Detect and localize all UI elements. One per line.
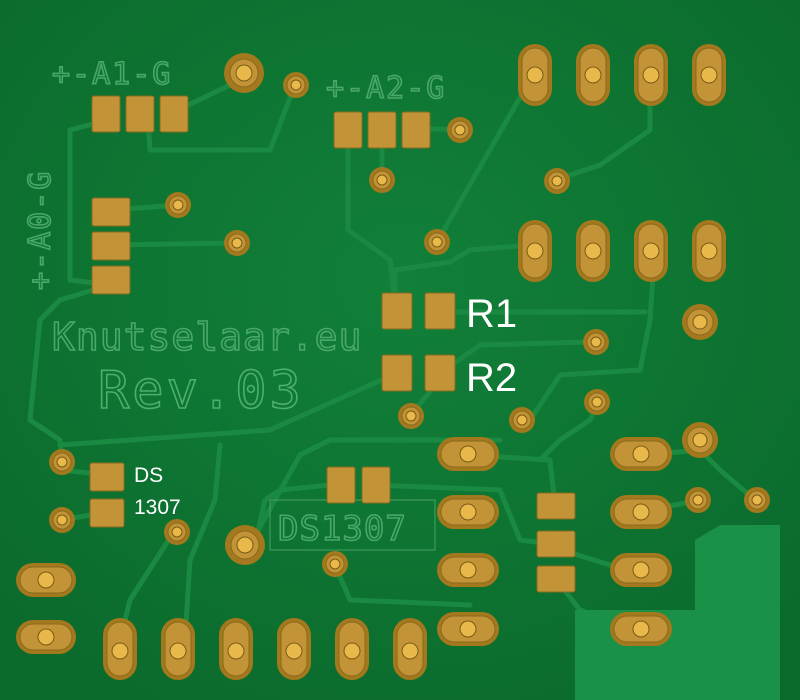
via — [544, 168, 570, 194]
ds1307-pad-right — [361, 466, 391, 504]
a1-pad-3 — [159, 95, 189, 133]
via — [685, 487, 711, 513]
header-pad-mid — [634, 220, 668, 282]
a0-pad-1 — [91, 197, 131, 227]
oval-pads — [16, 44, 726, 680]
a0-pad-2 — [91, 231, 131, 261]
sot-pad-2 — [536, 530, 576, 558]
header-pad-bottom — [161, 618, 195, 680]
chip-pad — [437, 437, 499, 471]
via — [584, 389, 610, 415]
a2-pad-1 — [333, 111, 363, 149]
chip-pad — [610, 437, 672, 471]
header-pad-bottom — [335, 618, 369, 680]
silk-brand: Knutselaar.eu — [52, 315, 362, 359]
r2-annotation: R2 — [466, 356, 518, 400]
header-pad-bottom — [103, 618, 137, 680]
via — [447, 117, 473, 143]
via — [224, 53, 264, 93]
chip-pad — [437, 553, 499, 587]
a1-pad-2 — [125, 95, 155, 133]
round-vias — [49, 53, 770, 577]
chip-pad — [610, 495, 672, 529]
smd-pads — [89, 95, 576, 593]
via — [509, 407, 535, 433]
battery-pad — [16, 563, 76, 597]
via — [49, 449, 75, 475]
silk-a0-label: +-A0-G — [23, 170, 58, 290]
header-pad-mid — [692, 220, 726, 282]
ground-pour — [575, 525, 780, 700]
via — [164, 519, 190, 545]
r2-pad-right — [424, 354, 456, 392]
silk-chip-label: DS1307 — [278, 509, 407, 549]
battery-pad — [16, 620, 76, 654]
a2-pad-2 — [367, 111, 397, 149]
a0-pad-3 — [91, 265, 131, 295]
via — [165, 192, 191, 218]
silk-a1-label: +-A1-G — [52, 57, 172, 92]
silk-a2-label: +-A2-G — [326, 71, 446, 106]
header-pad-top — [634, 44, 668, 106]
sot-pad-1 — [536, 492, 576, 520]
via — [583, 329, 609, 355]
via — [744, 487, 770, 513]
chip-pad — [437, 495, 499, 529]
via — [224, 230, 250, 256]
chip-pad — [437, 612, 499, 646]
r1-pad-right — [424, 292, 456, 330]
via — [398, 403, 424, 429]
header-pad-mid — [518, 220, 552, 282]
header-pad-mid — [576, 220, 610, 282]
header-pad-bottom — [277, 618, 311, 680]
header-pad-bottom — [393, 618, 427, 680]
via — [283, 72, 309, 98]
ds-annotation-line2: 1307 — [134, 496, 181, 519]
header-pad-bottom — [219, 618, 253, 680]
header-pad-top — [518, 44, 552, 106]
a1-pad-1 — [91, 95, 121, 133]
cap-pad-bottom — [89, 498, 125, 528]
header-pad-top — [692, 44, 726, 106]
ds-annotation-line1: DS — [134, 464, 164, 487]
via — [225, 525, 265, 565]
via — [369, 167, 395, 193]
silk-revision: Rev.03 — [98, 361, 304, 421]
via — [424, 229, 450, 255]
via — [322, 551, 348, 577]
a2-pad-3 — [401, 111, 431, 149]
via — [49, 507, 75, 533]
ds1307-pad-left — [326, 466, 356, 504]
r1-pad-left — [381, 292, 413, 330]
silkscreen-labels: +-A1-G +-A2-G +-A0-G Knutselaar.eu Rev.0… — [22, 56, 446, 550]
via — [682, 304, 718, 340]
cap-pad-top — [89, 462, 125, 492]
r1-annotation: R1 — [466, 292, 518, 336]
chip-pad — [610, 553, 672, 587]
header-pad-top — [576, 44, 610, 106]
r2-pad-left — [381, 354, 413, 392]
via — [682, 422, 718, 458]
chip-pad — [610, 612, 672, 646]
sot-pad-3 — [536, 565, 576, 593]
